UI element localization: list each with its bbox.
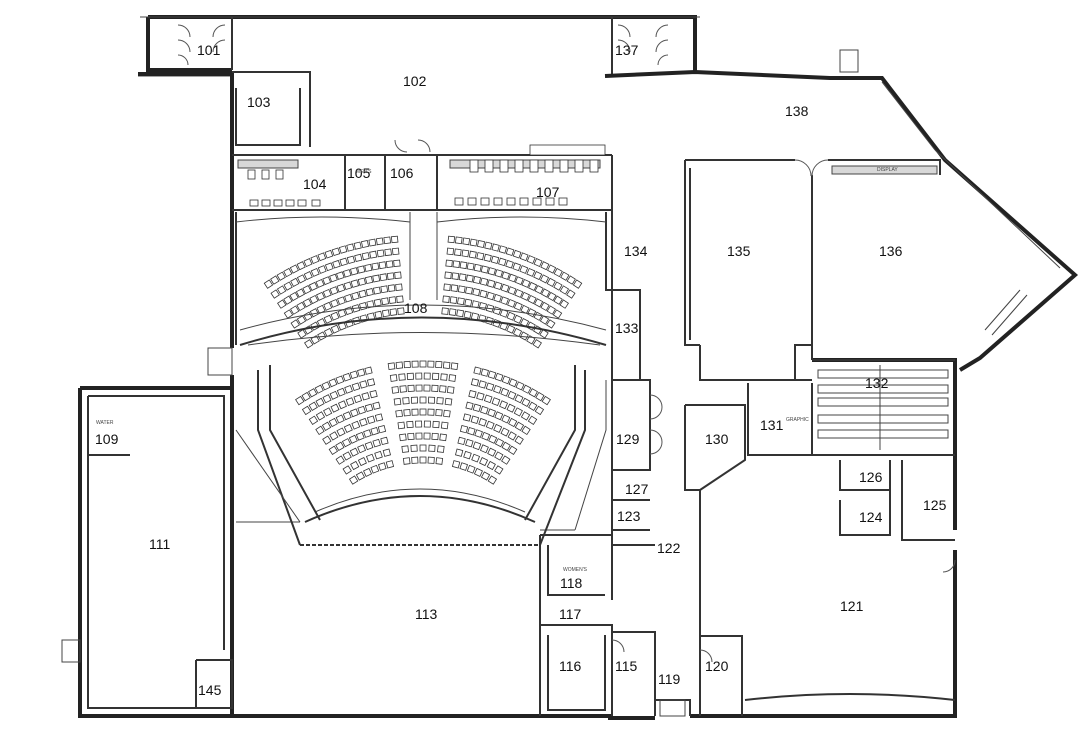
room-121: 121: [840, 598, 864, 614]
bench-rows: [817, 365, 949, 450]
upper-seating: [263, 235, 583, 349]
room-106: 106: [390, 165, 414, 181]
room-125: 125: [923, 497, 947, 513]
graphic-label: GRAPHIC: [786, 417, 809, 423]
room-117: 117: [559, 606, 582, 622]
room-124: 124: [859, 509, 883, 525]
room-104: 104: [303, 176, 327, 192]
room-132: 132: [865, 375, 889, 391]
water-label: WATER: [96, 420, 114, 426]
mens-label: MEN'S: [356, 169, 372, 175]
room-116: 116: [559, 658, 582, 674]
display-label: DISPLAY: [877, 167, 898, 173]
room-122: 122: [657, 540, 681, 556]
room-130: 130: [705, 431, 729, 447]
room-111: 111: [149, 536, 171, 552]
room-109: 109: [95, 431, 119, 447]
room-120: 120: [705, 658, 729, 674]
room-138: 138: [785, 103, 809, 119]
room-102: 102: [403, 73, 427, 89]
orchestra-seating: [295, 360, 551, 485]
room-133: 133: [615, 320, 639, 336]
room-113: 113: [415, 606, 438, 622]
fixtures-136: [984, 289, 1028, 336]
room-115: 115: [615, 658, 638, 674]
interior-walls: [88, 154, 956, 716]
room-101: 101: [197, 42, 221, 58]
room-127: 127: [625, 481, 649, 497]
room-107: 107: [536, 184, 560, 200]
room-105: 105: [347, 165, 371, 181]
doors: [61, 24, 956, 717]
restroom-fixtures: [237, 144, 606, 207]
room-135: 135: [727, 243, 751, 259]
room-145: 145: [198, 682, 222, 698]
room-118: 118: [560, 575, 583, 591]
room-126: 126: [859, 469, 883, 485]
room-131: 131: [760, 417, 784, 433]
auditorium-curves: [235, 216, 607, 546]
room-129: 129: [616, 431, 640, 447]
womens-label: WOMEN'S: [563, 567, 588, 573]
room-134: 134: [624, 243, 648, 259]
room-123: 123: [617, 508, 641, 524]
room-119: 119: [658, 671, 681, 687]
room-103: 103: [247, 94, 271, 110]
room-136: 136: [879, 243, 903, 259]
room-108: 108: [404, 300, 428, 316]
display-bar: [831, 165, 938, 175]
room-137: 137: [615, 42, 639, 58]
